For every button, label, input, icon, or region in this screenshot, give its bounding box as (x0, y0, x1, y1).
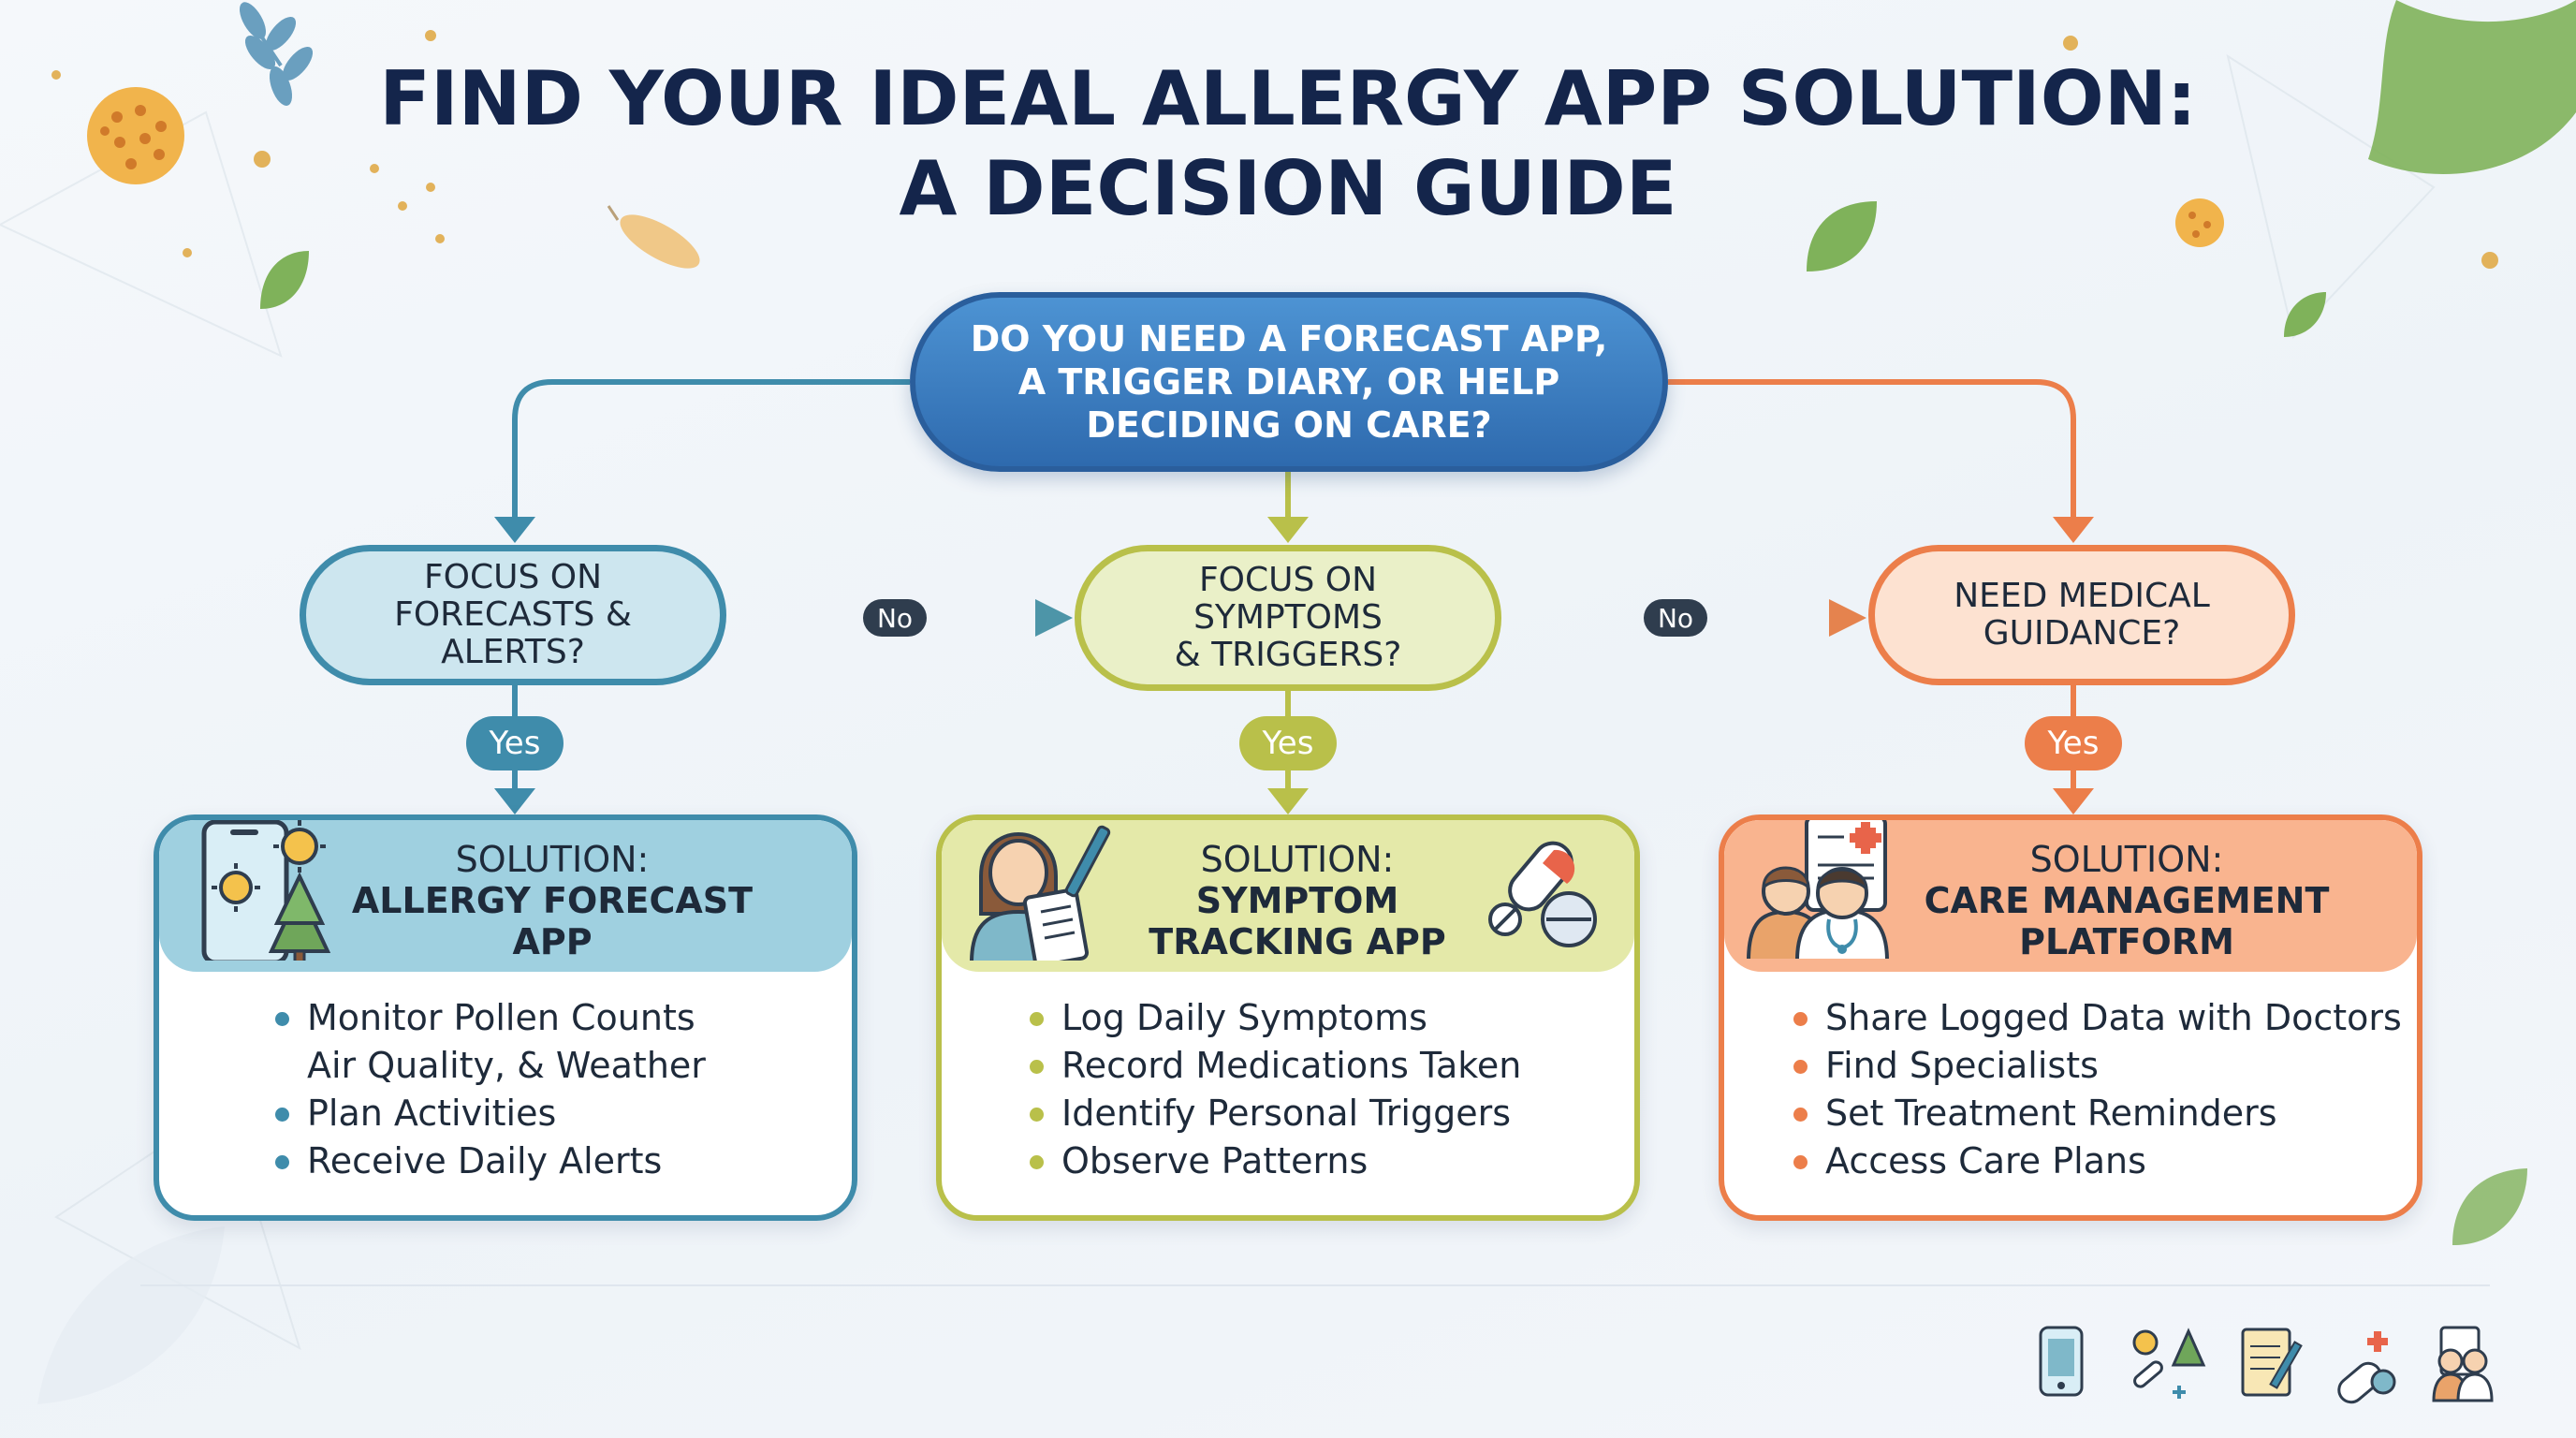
question-medical-line-2: GUIDANCE? (1983, 614, 2181, 653)
solution-card-symptoms: SOLUTION: SYMPTOM TRACKING APP Log Daily… (936, 814, 1640, 1221)
list-item: Set Treatment Reminders (1790, 1090, 2402, 1137)
list-item-text: Air Quality, & Weather (307, 1045, 706, 1086)
yes-badge-forecast: Yes (466, 716, 564, 770)
doctor-icon (2432, 1326, 2494, 1402)
footer-icons (2039, 1326, 2494, 1404)
list-item: Record Medications Taken (1026, 1042, 1521, 1090)
seed-icon (607, 205, 700, 269)
page-title-line-1: FIND YOUR IDEAL ALLERGY APP SOLUTION: (379, 55, 2197, 142)
phone-icon (2039, 1326, 2084, 1397)
list-item-continuation: Air Quality, & Weather (271, 1042, 706, 1090)
notepad-icon (2241, 1328, 2303, 1397)
person-clipboard-icon (970, 825, 1111, 961)
solution-card-care-title: SOLUTION: CARE MANAGEMENT PLATFORM (1883, 839, 2370, 962)
list-item-text: Observe Patterns (1061, 1140, 1368, 1181)
solution-care-list: Share Logged Data with Doctors Find Spec… (1790, 994, 2402, 1185)
yes-badge-medical: Yes (2025, 716, 2122, 770)
sun-tree-icon (2132, 1328, 2206, 1399)
question-forecasts-line-2: FORECASTS & (394, 595, 632, 634)
list-item: Find Specialists (1790, 1042, 2402, 1090)
list-item: Receive Daily Alerts (271, 1137, 706, 1185)
list-item-text: Set Treatment Reminders (1825, 1093, 2277, 1134)
solution-card-care: SOLUTION: CARE MANAGEMENT PLATFORM Share… (1719, 814, 2422, 1221)
solution-symptoms-list: Log Daily Symptoms Record Medications Ta… (1026, 994, 1521, 1185)
page-title: FIND YOUR IDEAL ALLERGY APP SOLUTION: A … (0, 54, 2576, 234)
list-item-text: Plan Activities (307, 1093, 557, 1134)
list-item-text: Monitor Pollen Counts (307, 997, 695, 1038)
start-question-line-1: DO YOU NEED A FORECAST APP, (970, 318, 1608, 360)
question-symptoms-line-1: FOCUS ON (1198, 561, 1378, 599)
solution-symptoms-name-line-2: TRACKING APP (1149, 921, 1446, 962)
no-badge-2: No (1644, 599, 1707, 637)
arrowhead-yes-forecast (494, 788, 535, 814)
solution-symptoms-prefix: SOLUTION: (1200, 839, 1395, 880)
pills-icon (2337, 1331, 2396, 1404)
question-symptoms-line-2: SYMPTOMS (1193, 598, 1383, 637)
list-item: Share Logged Data with Doctors (1790, 994, 2402, 1042)
solution-symptoms-name-line-1: SYMPTOM (1195, 880, 1399, 921)
start-question-line-3: DECIDING ON CARE? (1086, 404, 1492, 446)
solution-forecast-name-line-1: ALLERGY FORECAST (351, 880, 754, 921)
footer-divider (140, 1284, 2490, 1286)
leaf-icon (260, 0, 2576, 1245)
list-item: Identify Personal Triggers (1026, 1090, 1521, 1137)
arrowhead-no-1 (1035, 599, 1073, 637)
list-item: Observe Patterns (1026, 1137, 1521, 1185)
list-item-text: Receive Daily Alerts (307, 1140, 663, 1181)
solution-card-forecast-title: SOLUTION: ALLERGY FORECAST APP (309, 839, 796, 962)
page-title-line-2: A DECISION GUIDE (899, 145, 1677, 232)
yes-badge-symptoms: Yes (1239, 716, 1337, 770)
start-question-node: DO YOU NEED A FORECAST APP, A TRIGGER DI… (910, 292, 1668, 472)
arrowhead-symptoms (1267, 517, 1309, 543)
question-forecasts-line-3: ALERTS? (441, 633, 585, 671)
arrowhead-yes-medical (2053, 788, 2094, 814)
solution-forecast-name-line-2: APP (512, 921, 593, 962)
solution-care-name-line-1: CARE MANAGEMENT (1924, 880, 2330, 921)
pills-icon (1488, 841, 1597, 947)
list-item: Plan Activities (271, 1090, 706, 1137)
list-item: Log Daily Symptoms (1026, 994, 1521, 1042)
arrowhead-forecast (494, 517, 535, 543)
solution-care-name-line-2: PLATFORM (2019, 921, 2234, 962)
question-symptoms-node: FOCUS ON SYMPTOMS & TRIGGERS? (1075, 545, 1501, 691)
connector-start-to-medical (1668, 379, 2076, 524)
phone-sun-tree-icon (201, 820, 331, 961)
solution-card-forecast: SOLUTION: ALLERGY FORECAST APP Monitor P… (154, 814, 857, 1221)
solution-care-prefix: SOLUTION: (2029, 839, 2224, 880)
arrowhead-medical (2053, 517, 2094, 543)
pollen-icon-right (2175, 198, 2224, 247)
no-badge-1: No (863, 599, 927, 637)
list-item-text: Access Care Plans (1825, 1140, 2146, 1181)
question-medical-node: NEED MEDICAL GUIDANCE? (1868, 545, 2295, 685)
question-symptoms-line-3: & TRIGGERS? (1174, 636, 1402, 674)
arrowhead-no-2 (1829, 599, 1866, 637)
solution-forecast-prefix: SOLUTION: (455, 839, 650, 880)
question-forecasts-node: FOCUS ON FORECASTS & ALERTS? (300, 545, 726, 685)
question-forecasts-line-1: FOCUS ON (423, 558, 603, 596)
list-item-text: Share Logged Data with Doctors (1825, 997, 2402, 1038)
list-item-text: Record Medications Taken (1061, 1045, 1522, 1086)
start-question-line-2: A TRIGGER DIARY, OR HELP (1017, 361, 1560, 403)
list-item: Monitor Pollen Counts (271, 994, 706, 1042)
solution-card-symptoms-title: SOLUTION: SYMPTOM TRACKING APP (1073, 839, 1522, 962)
solution-forecast-list: Monitor Pollen Counts Air Quality, & Wea… (271, 994, 706, 1185)
list-item-text: Log Daily Symptoms (1061, 997, 1427, 1038)
list-item: Access Care Plans (1790, 1137, 2402, 1185)
fern-icon (240, 2, 314, 106)
question-medical-line-1: NEED MEDICAL (1954, 577, 2210, 615)
doctor-patient-icon (1747, 820, 1889, 959)
arrowhead-yes-symptoms (1267, 788, 1309, 814)
pollen-icon (87, 87, 184, 184)
connector-start-to-forecast (512, 379, 910, 524)
list-item-text: Identify Personal Triggers (1061, 1093, 1511, 1134)
list-item-text: Find Specialists (1825, 1045, 2099, 1086)
